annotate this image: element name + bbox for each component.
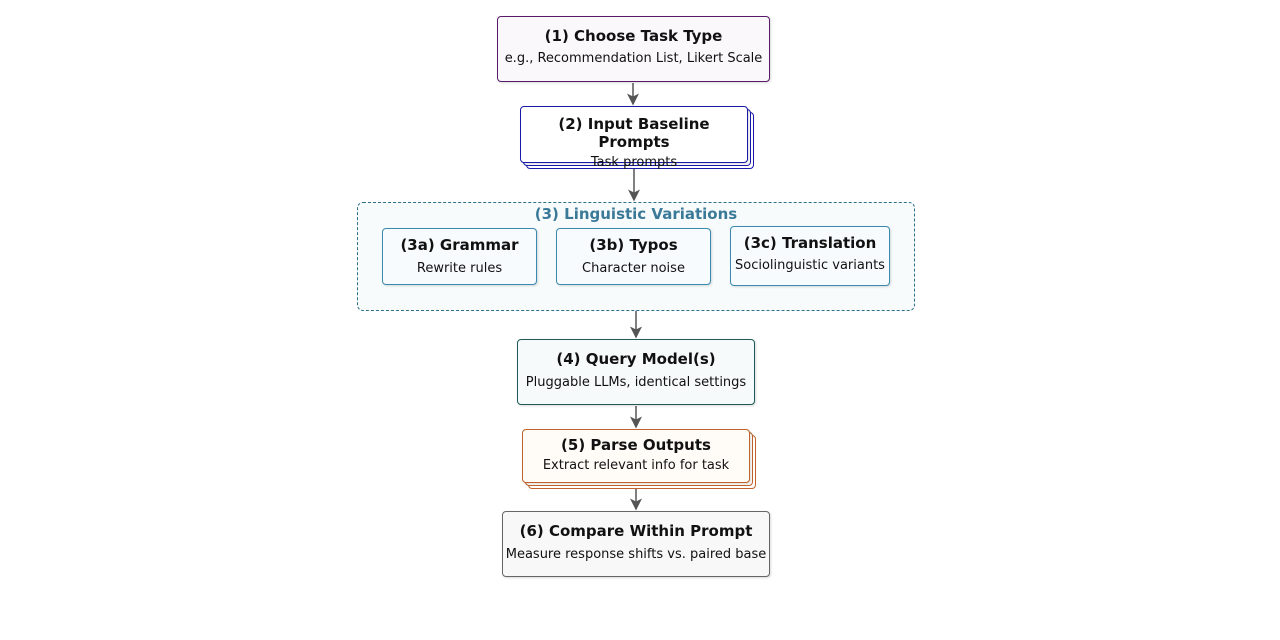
step-3a-box: (3a) Grammar Rewrite rules <box>382 228 537 285</box>
step-3b-title: (3b) Typos <box>589 236 678 254</box>
step-1-subtitle: e.g., Recommendation List, Likert Scale <box>504 51 763 66</box>
step-6-box: (6) Compare Within Prompt Measure respon… <box>502 511 770 577</box>
step-3a-subtitle: Rewrite rules <box>416 261 503 276</box>
step-5-box: (5) Parse Outputs Extract relevant info … <box>522 429 750 483</box>
step-3a-title: (3a) Grammar <box>400 236 519 254</box>
step-2-box: (2) Input Baseline Prompts Task prompts <box>520 106 748 170</box>
step-2-title: (2) Input Baseline Prompts <box>558 115 710 151</box>
step-5-title: (5) Parse Outputs <box>561 436 711 454</box>
step-3c-title: (3c) Translation <box>743 234 877 252</box>
step-4-title: (4) Query Model(s) <box>556 350 716 368</box>
step-3c-box: (3c) Translation Sociolinguistic variant… <box>730 226 890 286</box>
step-3b-subtitle: Character noise <box>582 261 685 276</box>
step-1-box: (1) Choose Task Type e.g., Recommendatio… <box>497 16 770 82</box>
step-5-subtitle: Extract relevant info for task <box>542 458 730 473</box>
step-3b-box: (3b) Typos Character noise <box>556 228 711 285</box>
step-2-subtitle: Task prompts <box>590 155 678 170</box>
step-1-title: (1) Choose Task Type <box>544 27 723 45</box>
step-4-box: (4) Query Model(s) Pluggable LLMs, ident… <box>517 339 755 405</box>
step-6-title: (6) Compare Within Prompt <box>519 522 753 540</box>
step-3c-subtitle: Sociolinguistic variants <box>735 258 885 273</box>
step-6-subtitle: Measure response shifts vs. paired base <box>505 547 767 562</box>
step-3-title: (3) Linguistic Variations <box>534 205 738 223</box>
step-4-subtitle: Pluggable LLMs, identical settings <box>525 375 747 390</box>
